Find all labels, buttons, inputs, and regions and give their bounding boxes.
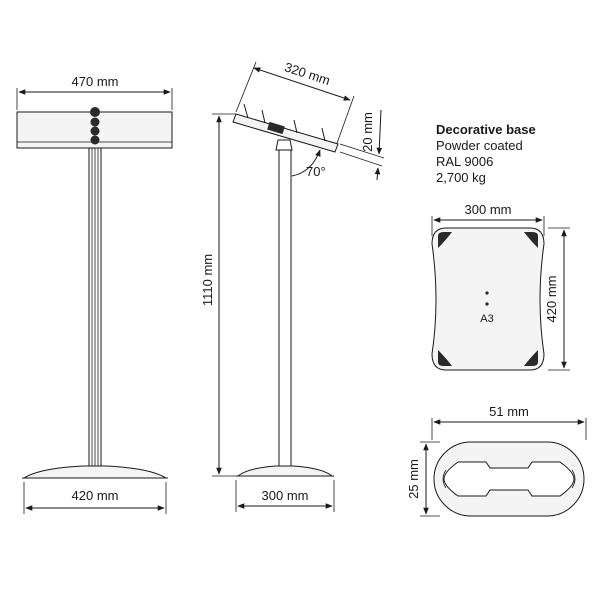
plan-width-dimension: 300 mm (431, 202, 545, 236)
profile-height-dimension: 25 mm (406, 441, 440, 517)
foot-top-left (438, 232, 452, 248)
plan-width-label: 300 mm (465, 202, 512, 217)
profile-section-view: 51 mm 25 mm (406, 404, 587, 517)
spec-color: RAL 9006 (436, 154, 493, 169)
side-base (236, 465, 334, 477)
side-tilt-angle-label: 70° (306, 164, 326, 179)
foot-bottom-right (524, 350, 538, 366)
side-top-length-label: 320 mm (283, 59, 332, 88)
side-pole (275, 139, 293, 467)
spec-finish: Powder coated (436, 138, 523, 153)
front-base-width-label: 420 mm (72, 488, 119, 503)
side-height-dimension: 1110 mm (200, 113, 236, 477)
front-view: 470 mm 420 mm (16, 74, 173, 514)
side-top-thickness-label: 20 mm (360, 112, 375, 152)
spec-title: Decorative base (436, 122, 536, 137)
base-plate (431, 227, 545, 371)
plan-length-dimension: 420 mm (544, 227, 570, 371)
profile-width-label: 51 mm (489, 404, 529, 419)
side-view: 320 mm 20 mm 70° (200, 59, 385, 512)
front-top-width-dimension: 470 mm (16, 74, 173, 110)
side-height-label: 1110 mm (200, 254, 215, 306)
plan-length-label: 420 mm (544, 276, 559, 323)
foot-top-right (524, 232, 538, 248)
mount-hole-top (485, 291, 489, 295)
front-base (22, 465, 168, 479)
side-tilt-angle: 70° (291, 149, 326, 179)
front-base-width-dimension: 420 mm (23, 482, 167, 514)
profile-height-label: 25 mm (406, 459, 421, 499)
front-pole (88, 147, 102, 467)
profile-width-dimension: 51 mm (431, 404, 587, 440)
spec-weight: 2,700 kg (436, 170, 486, 185)
front-top-width-label: 470 mm (72, 74, 119, 89)
plan-a3-label: A3 (480, 313, 493, 325)
decorative-knobs (90, 107, 100, 145)
side-top-thickness-dimension: 20 mm (339, 109, 385, 181)
foot-bottom-left (438, 350, 452, 366)
specifications: Decorative base Powder coated RAL 9006 2… (436, 122, 536, 185)
side-base-width-dimension: 300 mm (235, 480, 335, 512)
profile-inner-channel (443, 461, 575, 497)
side-display-panel (232, 103, 339, 153)
mount-hole-bottom (485, 302, 489, 306)
base-plan-view: 300 mm A3 420 mm (431, 202, 570, 371)
side-base-width-label: 300 mm (262, 488, 309, 503)
